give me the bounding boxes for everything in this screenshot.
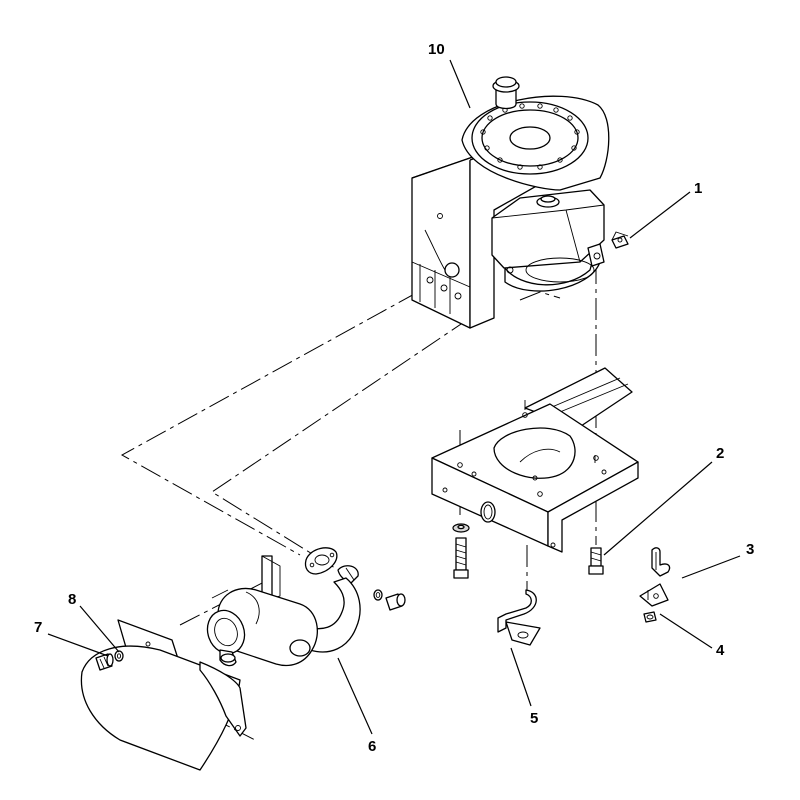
bracket-part-5 xyxy=(497,589,541,646)
exhaust-gasket xyxy=(304,547,338,575)
exhaust-bolt xyxy=(373,589,406,611)
callout-10: 10 xyxy=(428,41,445,58)
callout-3: 3 xyxy=(746,541,754,558)
callout-5: 5 xyxy=(530,710,538,727)
callout-8: 8 xyxy=(68,591,76,608)
callouts: 10 1 2 3 4 5 6 7 8 xyxy=(34,41,754,755)
exhaust-clamp xyxy=(337,565,359,585)
nut-part-1 xyxy=(611,231,629,249)
callout-leaders xyxy=(47,59,741,735)
engine xyxy=(411,76,610,329)
heat-shield xyxy=(80,619,247,771)
callout-4: 4 xyxy=(716,642,725,659)
callout-1: 1 xyxy=(694,180,702,197)
clamp-part-3 xyxy=(639,547,671,607)
bolt-part-2 xyxy=(588,547,604,575)
callout-6: 6 xyxy=(368,738,376,755)
callout-2: 2 xyxy=(716,445,724,462)
screw-part-7 xyxy=(95,653,114,671)
nut-part-4 xyxy=(643,611,657,623)
bolt-with-washer xyxy=(452,523,470,579)
flywheel-bolt-holes xyxy=(480,103,580,170)
muffler-part-6 xyxy=(206,555,361,667)
engine-mount-plate xyxy=(431,367,639,553)
callout-7: 7 xyxy=(34,619,42,636)
washer-part-8 xyxy=(114,650,124,662)
